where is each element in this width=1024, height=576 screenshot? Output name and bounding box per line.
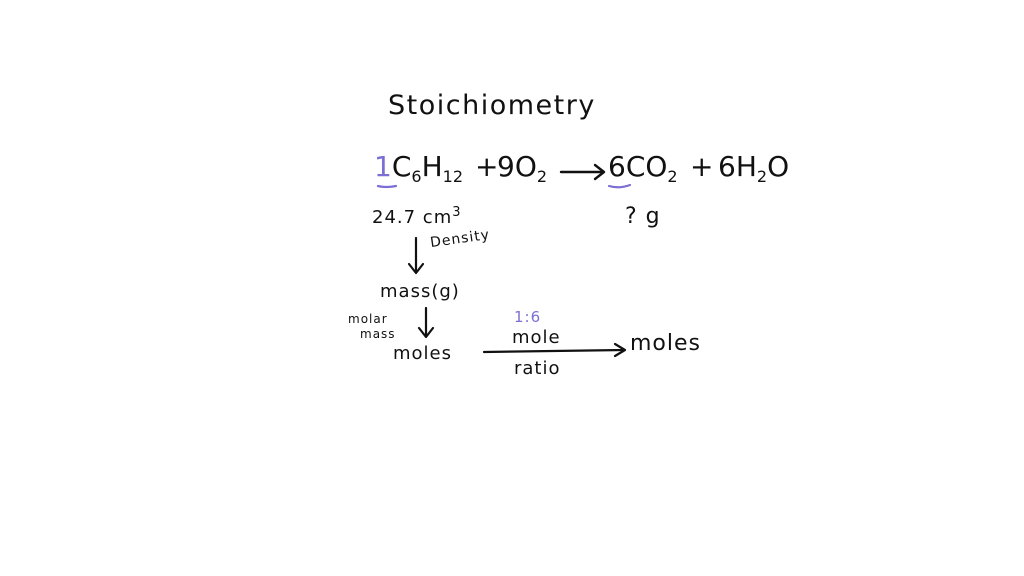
ratio-label: ratio (514, 358, 561, 379)
given-volume: 24.7 cm3 (372, 206, 462, 227)
reactant2-element: O (514, 150, 537, 183)
reactant2-coefficient: 9 (497, 150, 515, 183)
molar-mass-label-1: molar (348, 312, 388, 326)
product1-coefficient: 6 (608, 150, 626, 183)
product-water: 6H2O (718, 153, 789, 193)
molar-mass-label-2: mass (360, 327, 396, 341)
plus-sign-1: + (475, 150, 499, 183)
plus-sign-2: + (690, 150, 714, 183)
moles-right-label: moles (630, 331, 701, 356)
page-title: Stoichiometry (388, 90, 596, 121)
density-arrow (407, 236, 425, 275)
moles-left-label: moles (393, 343, 452, 364)
product2-element-h: H (735, 150, 757, 183)
unknown-mass: ? g (625, 204, 661, 229)
reactant-glucose: 1C6H12 (374, 153, 463, 193)
product1-formula: CO (625, 150, 668, 183)
product1-sub: 2 (667, 167, 678, 186)
product2-sub: 2 (756, 167, 768, 186)
reactant1-element-h: H (421, 150, 443, 183)
reaction-arrow (559, 163, 606, 181)
product2-element-o: O (767, 150, 790, 183)
product-co2: 6CO2 (608, 153, 678, 193)
given-volume-value: 24.7 cm (372, 207, 453, 228)
product2-coefficient: 6 (718, 150, 736, 183)
reactant1-element-c: C (391, 150, 412, 183)
molar-mass-arrow (417, 306, 435, 339)
density-label: Density (429, 226, 492, 252)
ratio-value: 1:6 (514, 308, 542, 326)
reactant2-sub: 2 (536, 167, 548, 186)
given-volume-exponent: 3 (452, 205, 462, 220)
mass-label: mass(g) (380, 281, 460, 302)
reactant-oxygen: 9O2 (497, 153, 547, 193)
mole-label: mole (512, 327, 561, 348)
reactant1-sub-c: 6 (411, 167, 422, 186)
reactant1-coefficient: 1 (374, 150, 392, 183)
reactant1-sub-h: 12 (442, 167, 463, 186)
